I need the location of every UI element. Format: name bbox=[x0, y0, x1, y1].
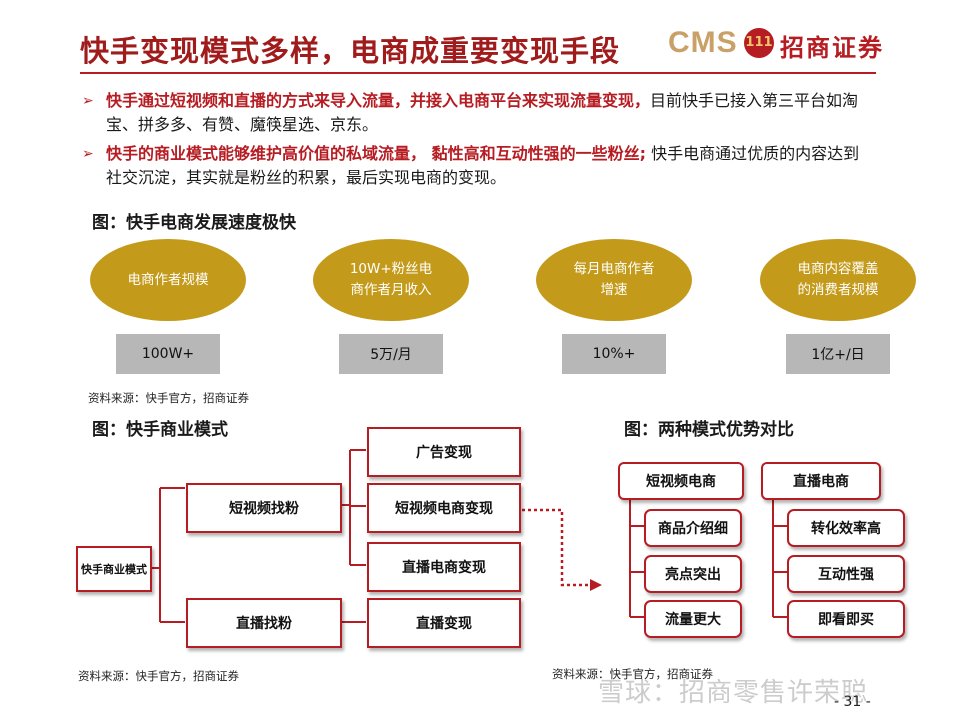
bullet-point: ➢ 快手的商业模式能够维护高价值的私域流量， 黏性高和互动性强的一些粉丝; 快手… bbox=[82, 142, 872, 190]
compare-item: 互动性强 bbox=[787, 555, 905, 593]
bullet-text: 快手电商通过优质的内容达到社交沉淀，其实就是粉丝的积累，最后实现电商的变现。 bbox=[106, 144, 860, 187]
page-title: 快手变现模式多样，电商成重要变现手段 bbox=[80, 34, 621, 68]
compare-source: 资料来源：快手官方，招商证券 bbox=[552, 667, 713, 681]
growth-oval-author-growth: 每月电商作者 增速 bbox=[536, 239, 692, 321]
growth-oval-author-scale: 电商作者规模 bbox=[90, 239, 246, 321]
model-leaf-ads: 广告变现 bbox=[367, 427, 521, 477]
growth-oval-author-income: 10W+粉丝电 商作者月收入 bbox=[313, 239, 469, 321]
model-leaf-live-ecommerce: 直播电商变现 bbox=[367, 542, 521, 592]
bullet-text: 目前快手已接入第三平台如淘宝、拼多多、有赞、魔筷星选、京东。 bbox=[106, 91, 859, 134]
compare-item: 亮点突出 bbox=[644, 555, 742, 593]
compare-figure-caption: 图：两种模式优势对比 bbox=[624, 420, 794, 440]
watermark: 雪球：招商零售许荣聪 bbox=[598, 678, 869, 708]
growth-value-consumer-scale: 1亿+/日 bbox=[786, 334, 890, 374]
growth-oval-consumer-scale: 电商内容覆盖 的消费者规模 bbox=[760, 239, 916, 321]
growth-source: 资料来源：快手官方，招商证券 bbox=[88, 391, 249, 405]
logo-cms-text: CMS bbox=[668, 26, 738, 59]
model-figure-caption: 图：快手商业模式 bbox=[92, 420, 228, 440]
title-divider bbox=[80, 72, 876, 74]
growth-value-author-scale: 100W+ bbox=[116, 334, 220, 374]
growth-value-author-growth: 10%+ bbox=[562, 334, 666, 374]
compare-item: 即看即买 bbox=[787, 600, 905, 638]
model-leaf-short-video-ecommerce: 短视频电商变现 bbox=[367, 483, 521, 533]
bullet-highlight: 快手的商业模式能够维护高价值的私域流量， 黏性高和互动性强的一些粉丝; bbox=[106, 144, 646, 163]
logo-name: 招商证券 bbox=[780, 34, 884, 62]
growth-figure-caption: 图：快手电商发展速度极快 bbox=[92, 213, 296, 233]
compare-column-title-short-video: 短视频电商 bbox=[618, 462, 744, 500]
logo-badge-icon: 111 bbox=[744, 28, 774, 58]
model-branch-live: 直播找粉 bbox=[186, 598, 342, 648]
model-source: 资料来源：快手官方，招商证券 bbox=[78, 669, 239, 683]
bullet-arrow-icon: ➢ bbox=[82, 93, 94, 109]
cms-logo: CMS 111 招商证券 bbox=[668, 22, 882, 68]
compare-item: 转化效率高 bbox=[787, 509, 905, 547]
bullet-arrow-icon: ➢ bbox=[82, 146, 94, 162]
bullet-point: ➢ 快手通过短视频和直播的方式来导入流量，并接入电商平台来实现流量变现，目前快手… bbox=[82, 89, 872, 137]
model-leaf-live: 直播变现 bbox=[367, 598, 521, 648]
compare-item: 商品介绍细 bbox=[644, 509, 742, 547]
page-number: - 31 - bbox=[834, 694, 871, 710]
compare-column-title-live: 直播电商 bbox=[761, 462, 881, 500]
bullet-highlight: 快手通过短视频和直播的方式来导入流量，并接入电商平台来实现流量变现， bbox=[106, 91, 651, 110]
model-root-node: 快手商业模式 bbox=[76, 546, 152, 592]
growth-value-author-income: 5万/月 bbox=[339, 334, 443, 374]
model-branch-short-video: 短视频找粉 bbox=[186, 483, 342, 533]
compare-item: 流量更大 bbox=[644, 600, 742, 638]
